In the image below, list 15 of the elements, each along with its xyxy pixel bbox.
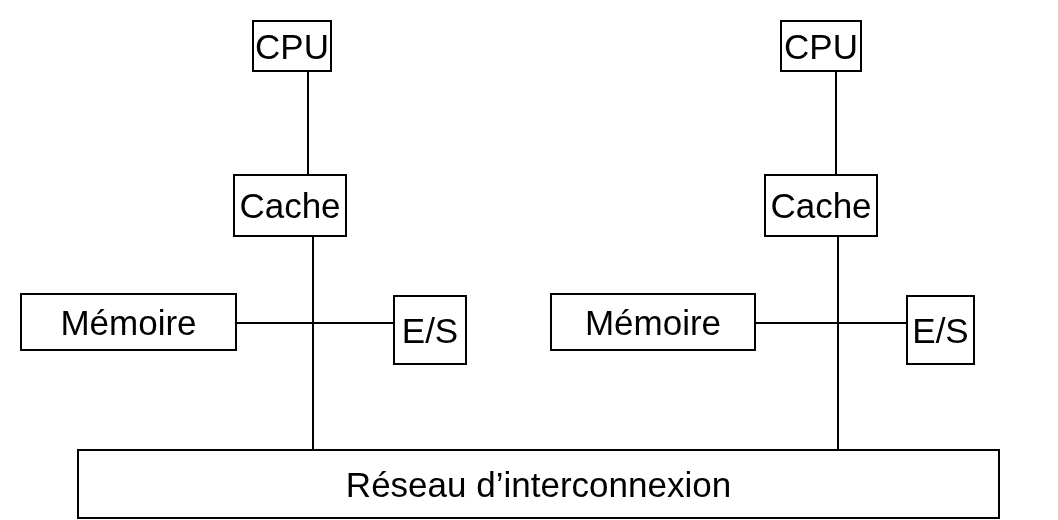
connector-line bbox=[307, 71, 309, 175]
connector-line bbox=[236, 322, 394, 324]
component-box: Cache bbox=[233, 174, 347, 237]
connector-line bbox=[755, 322, 907, 324]
component-box: E/S bbox=[393, 295, 467, 365]
connector-line bbox=[837, 236, 839, 450]
component-box: E/S bbox=[906, 295, 975, 365]
component-box: Cache bbox=[764, 174, 878, 237]
component-box: Mémoire bbox=[550, 293, 756, 351]
component-box: Mémoire bbox=[20, 293, 237, 351]
connector-line bbox=[835, 71, 837, 175]
component-box: CPU bbox=[780, 20, 862, 72]
connector-line bbox=[312, 236, 314, 450]
component-box: CPU bbox=[252, 20, 332, 72]
component-box: Réseau d’interconnexion bbox=[77, 449, 1000, 519]
